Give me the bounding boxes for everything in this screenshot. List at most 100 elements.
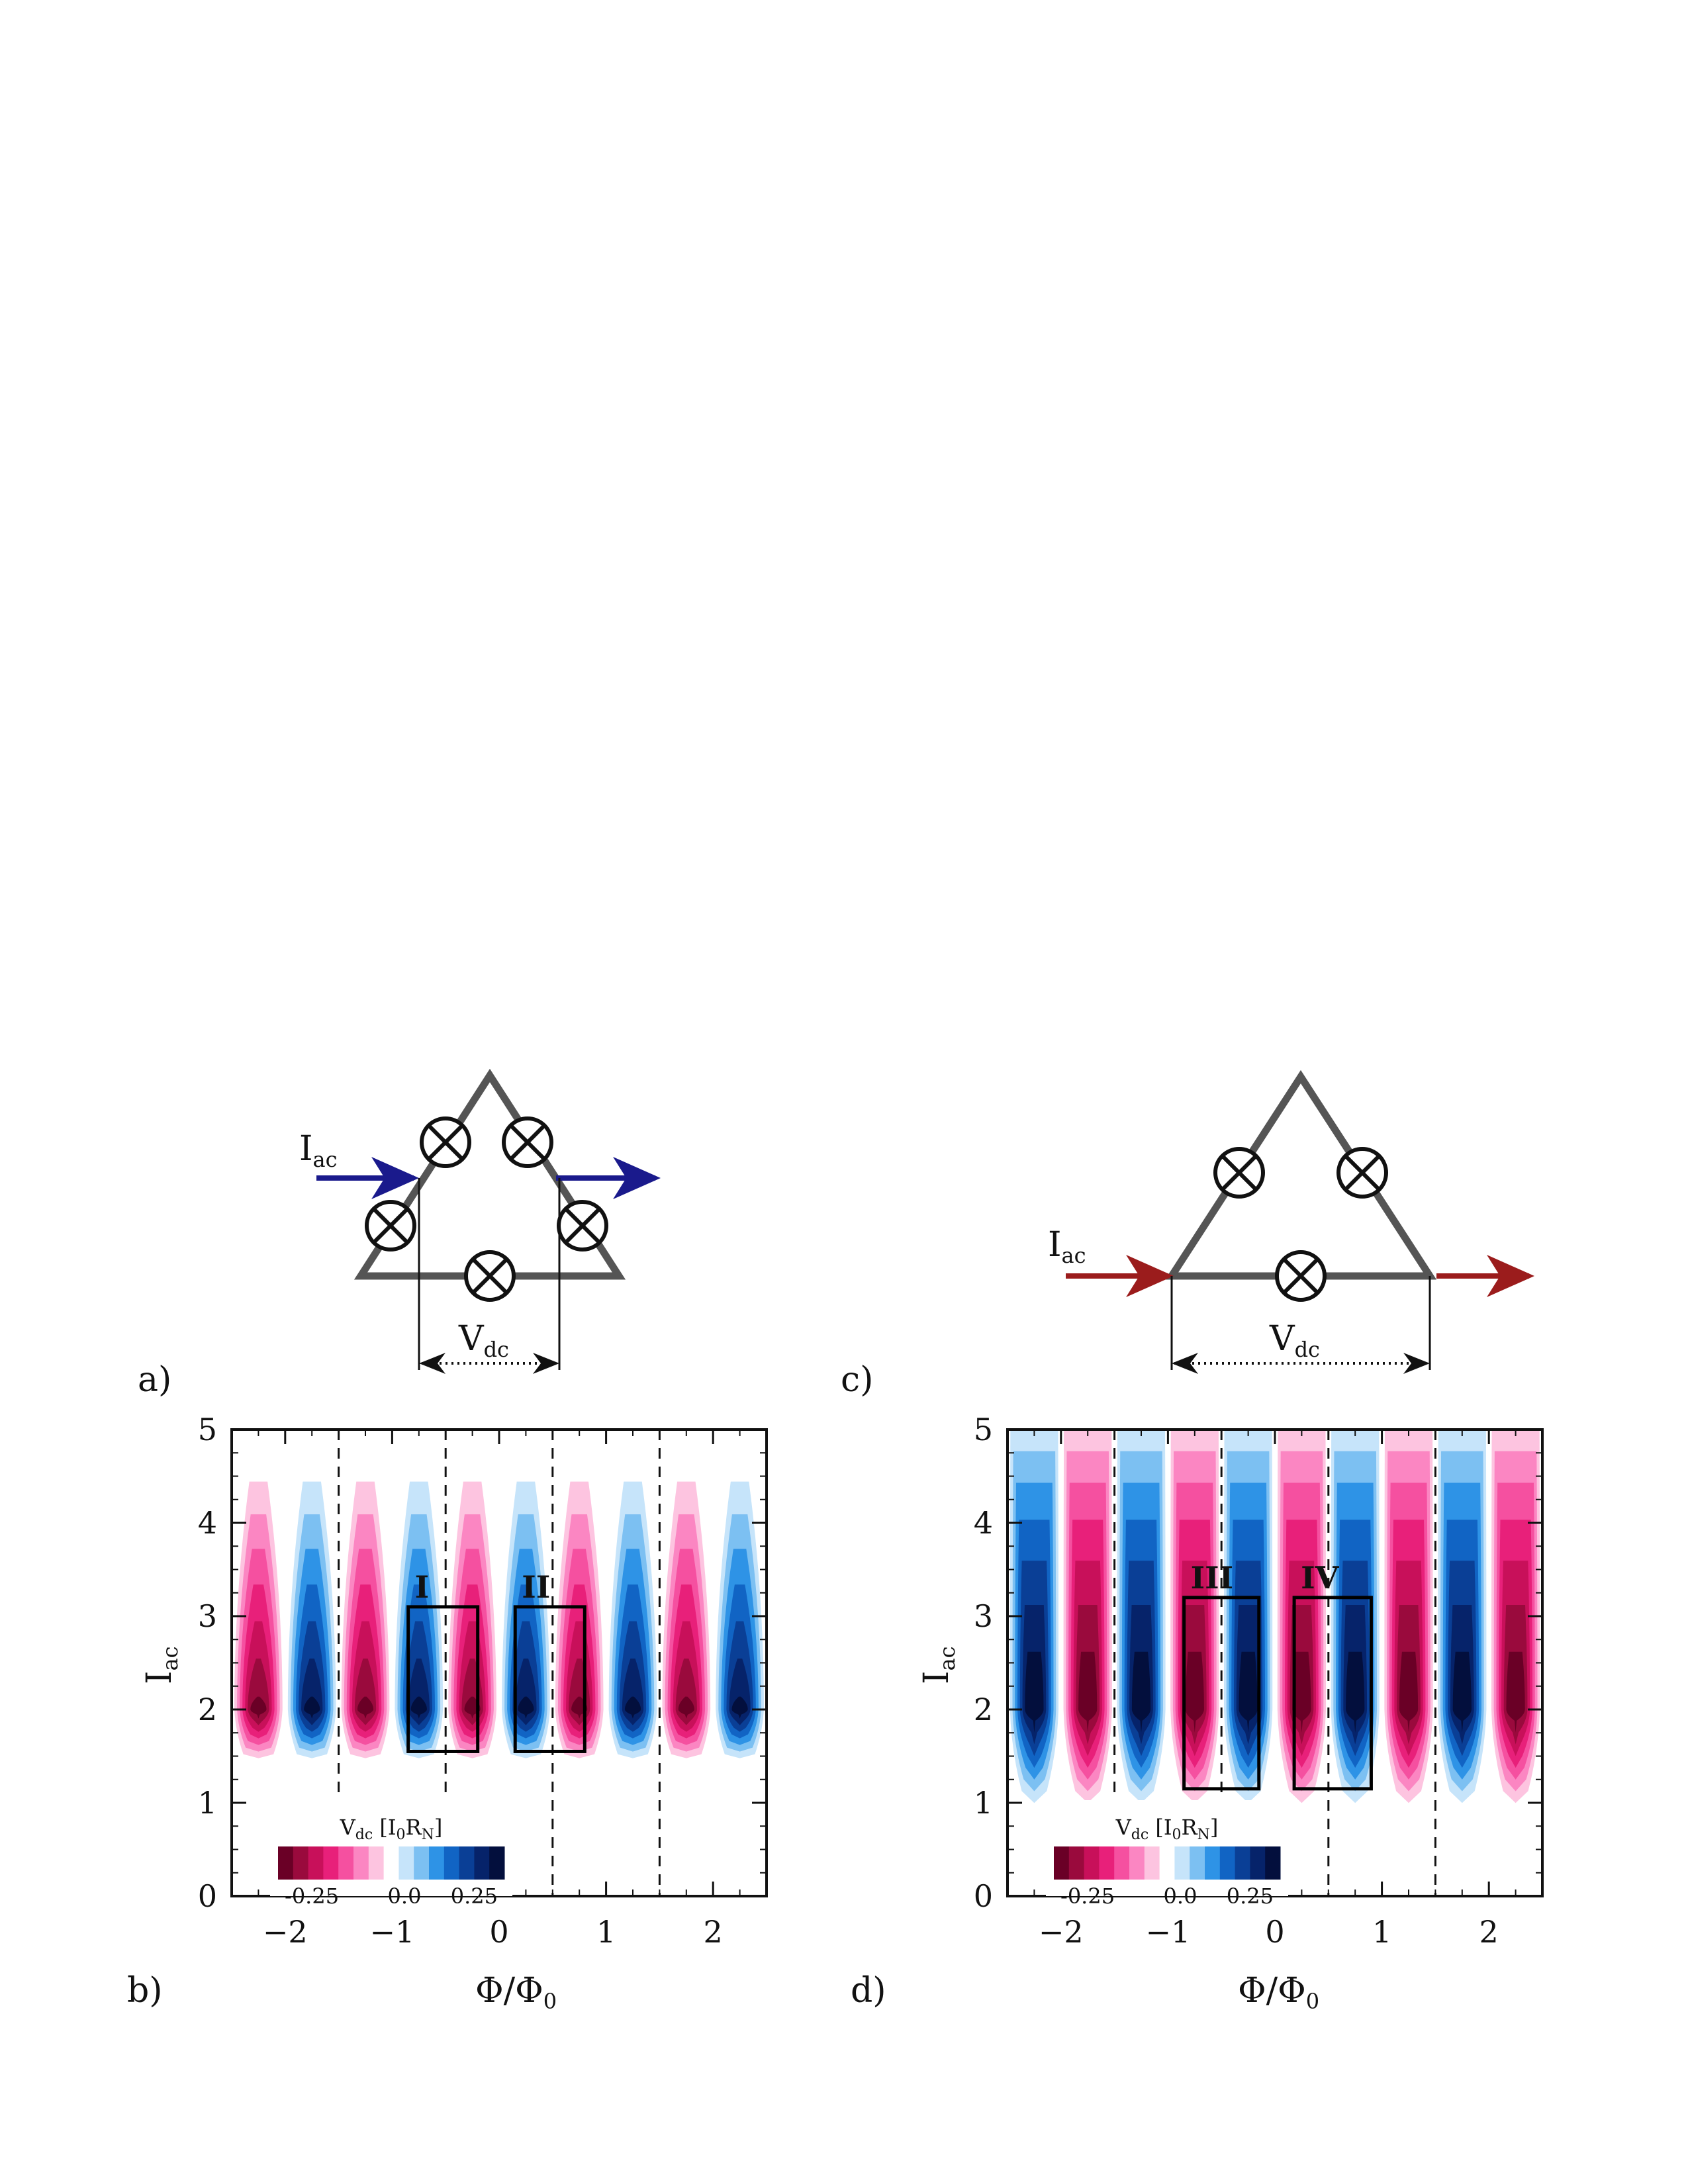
plot-d-ylabel: Iac: [917, 1646, 960, 1684]
colorbar-swatch-b-2: [293, 1846, 309, 1880]
xtick-label-d-4: 1: [1372, 1914, 1391, 1950]
lobe-b-8: [608, 1481, 657, 1758]
colorbar-tick-b-2: 0.0: [388, 1884, 422, 1909]
ytick-label-b-3: 2: [198, 1692, 217, 1727]
lobe-d-7: [1331, 1430, 1380, 1803]
colorbar-swatch-b-6: [353, 1846, 369, 1880]
colorbar-swatch-d-10: [1190, 1846, 1205, 1880]
colorbar-swatch-d-11: [1205, 1846, 1221, 1880]
junction-a-1: [422, 1118, 469, 1166]
xtick-label-d-2: −1: [1145, 1914, 1190, 1950]
lobe-b-6: [502, 1481, 550, 1758]
colorbar-swatch-d-3: [1084, 1846, 1100, 1880]
xtick-label-d-1: −2: [1039, 1914, 1084, 1950]
lobe-b-9: [662, 1481, 711, 1758]
colorbar-swatch-b-10: [414, 1846, 430, 1880]
colorbar-tick-d-3: 0.25: [1227, 1884, 1274, 1909]
colorbar-swatch-b-14: [474, 1846, 490, 1880]
lobe-contour-d-6-7: [1292, 1651, 1311, 1733]
xtick-label-b-4: 1: [596, 1914, 616, 1950]
ytick-label-d-2: 1: [974, 1785, 993, 1821]
colorbar-tick-d-1: -0.25: [1060, 1884, 1115, 1909]
lobe-contour-b-10-7: [731, 1696, 748, 1719]
lobe-d-1: [1009, 1430, 1059, 1803]
region-label-d-2: IV: [1301, 1560, 1340, 1596]
colorbar-swatch-d-14: [1250, 1846, 1266, 1880]
lobe-contour-d-2-7: [1078, 1651, 1098, 1733]
colorbar-swatch-d-5: [1114, 1846, 1130, 1880]
xtick-label-b-2: −1: [369, 1914, 414, 1950]
junction-a-3: [367, 1202, 414, 1250]
plot-d-dashes: [1113, 1430, 1436, 1896]
lobe-d-6: [1277, 1430, 1327, 1803]
lobe-b-3: [341, 1481, 390, 1758]
region-box-d-2: [1292, 1596, 1373, 1791]
lobe-d-9: [1438, 1430, 1487, 1803]
colorbar-swatch-d-9: [1174, 1846, 1190, 1880]
triangle-loop-c: [1164, 1069, 1437, 1280]
panel-letter-a: a): [138, 1360, 171, 1400]
lobe-d-3: [1117, 1430, 1166, 1803]
region-label-b-1: I: [415, 1569, 430, 1605]
ytick-label-b-6: 5: [198, 1412, 217, 1447]
panel-letter-c: c): [841, 1360, 873, 1400]
colorbar-swatch-b-9: [399, 1846, 414, 1880]
panel-letter-d: d): [851, 1971, 886, 2011]
lobe-d-10: [1491, 1430, 1540, 1803]
colorbar-swatch-d-7: [1144, 1846, 1160, 1880]
colorbar-swatch-d-4: [1099, 1846, 1115, 1880]
region-box-b-1: [406, 1605, 480, 1753]
region-box-b-2: [513, 1605, 586, 1753]
ytick-label-d-1: 0: [974, 1878, 993, 1914]
plot-b-ylabel: Iac: [140, 1646, 183, 1684]
xtick-label-b-5: 2: [704, 1914, 723, 1950]
lobe-contour-b-4-7: [410, 1696, 427, 1719]
colorbar-swatch-d-13: [1235, 1846, 1250, 1880]
lobe-contour-b-2-7: [304, 1696, 320, 1719]
lobe-b-10: [716, 1481, 764, 1758]
colorbar-swatch-d-2: [1068, 1846, 1085, 1880]
lobe-contour-d-9-7: [1452, 1651, 1472, 1733]
colorbar-tick-b-3: 0.25: [451, 1884, 498, 1909]
ytick-label-d-4: 3: [974, 1598, 993, 1634]
xtick-label-b-3: 0: [489, 1914, 508, 1950]
current-label-c: Iac: [1048, 1225, 1086, 1268]
colorbar-swatch-b-13: [459, 1846, 475, 1880]
circuit-c: Iac Vdc c): [841, 1069, 1534, 1400]
voltage-label-c: Vdc: [1269, 1319, 1320, 1362]
colorbar-tick-b-1: -0.25: [285, 1884, 339, 1909]
junction-c-2: [1338, 1149, 1386, 1197]
plot-b-xlabel: Φ/Φ0: [475, 1971, 557, 2014]
lobe-d-8: [1384, 1430, 1433, 1803]
ytick-label-d-5: 4: [974, 1505, 993, 1541]
colorbar-swatch-b-11: [429, 1846, 445, 1880]
lobe-b-5: [448, 1481, 496, 1758]
junction-a-5: [466, 1252, 514, 1300]
colorbar-swatch-d-8: [1159, 1846, 1175, 1880]
junction-c-3: [1277, 1252, 1325, 1300]
lobe-b-2: [287, 1481, 336, 1758]
colorbar-swatch-b-8: [383, 1846, 399, 1880]
circuit-a: Iac Vdc a): [138, 1068, 661, 1400]
colorbar-swatch-d-6: [1129, 1846, 1145, 1880]
colorbar-title-d: Vdc [I0RN]: [1115, 1815, 1219, 1843]
lobe-contour-b-3-7: [357, 1696, 374, 1719]
lobe-contour-d-7-7: [1346, 1651, 1365, 1733]
lobe-d-2: [1063, 1430, 1112, 1803]
ytick-label-b-2: 1: [198, 1785, 217, 1821]
lobe-contour-d-1-7: [1025, 1651, 1044, 1733]
xtick-label-d-5: 2: [1479, 1914, 1499, 1950]
colorbar-swatch-b-1: [278, 1846, 294, 1880]
lobe-contour-b-8-7: [624, 1696, 641, 1719]
lobe-b-7: [555, 1481, 604, 1758]
lobe-d-5: [1223, 1430, 1273, 1803]
ytick-label-b-5: 4: [198, 1505, 217, 1541]
junction-a-2: [504, 1118, 551, 1166]
lobe-b-4: [395, 1481, 444, 1758]
lobe-contour-d-3-7: [1131, 1651, 1151, 1733]
lobe-contour-d-5-7: [1239, 1651, 1258, 1733]
lobe-contour-d-8-7: [1399, 1651, 1419, 1733]
region-label-b-2: II: [522, 1569, 550, 1605]
